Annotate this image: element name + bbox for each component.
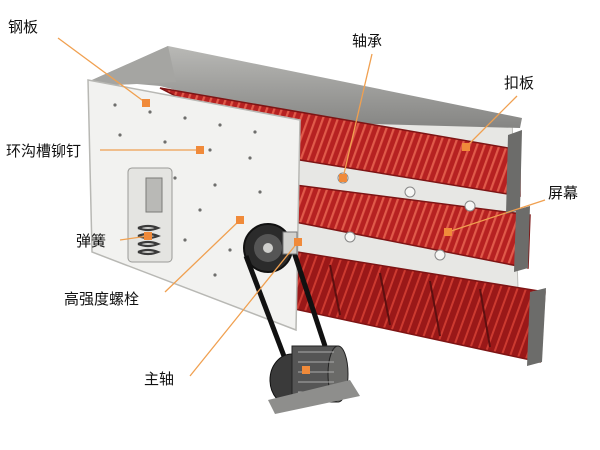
leader-steel-plate bbox=[57, 37, 147, 104]
leader-screen bbox=[447, 199, 546, 233]
leader-markers bbox=[142, 99, 470, 374]
leader-spring bbox=[119, 235, 149, 241]
label-buckle-plate: 扣板 bbox=[504, 74, 535, 92]
front-side-plate bbox=[87, 79, 301, 332]
label-bearing: 轴承 bbox=[352, 32, 383, 50]
belt-drive bbox=[243, 223, 328, 373]
spring-assembly bbox=[127, 167, 173, 263]
label-spring: 弹簧 bbox=[76, 232, 107, 250]
label-steel-plate: 钢板 bbox=[8, 18, 39, 36]
marker-high-strength-bolt bbox=[236, 216, 244, 224]
leader-buckle-plate bbox=[465, 95, 518, 148]
leader-main-shaft bbox=[189, 241, 299, 377]
marker-bearing bbox=[339, 174, 347, 182]
motor bbox=[268, 345, 360, 414]
marker-ring-groove-rivet bbox=[196, 146, 204, 154]
marker-screen bbox=[444, 228, 452, 236]
marker-main-shaft bbox=[294, 238, 302, 246]
marker-motor bbox=[302, 366, 310, 374]
leader-bearing bbox=[342, 53, 373, 179]
deck-cross-supports bbox=[329, 264, 491, 348]
label-ring-groove-rivet: 环沟槽铆钉 bbox=[6, 142, 82, 160]
leader-high-strength-bolt bbox=[164, 219, 241, 293]
side-brackets bbox=[506, 130, 546, 366]
marker-spring bbox=[144, 232, 152, 240]
label-screen: 屏幕 bbox=[548, 184, 579, 202]
label-main-shaft: 主轴 bbox=[144, 370, 175, 388]
label-high-strength-bolt: 高强度螺栓 bbox=[64, 290, 140, 308]
marker-buckle-plate bbox=[462, 143, 470, 151]
top-rail bbox=[92, 46, 522, 128]
marker-steel-plate bbox=[142, 99, 150, 107]
feed-chute bbox=[92, 46, 176, 86]
leader-lines bbox=[57, 37, 546, 377]
